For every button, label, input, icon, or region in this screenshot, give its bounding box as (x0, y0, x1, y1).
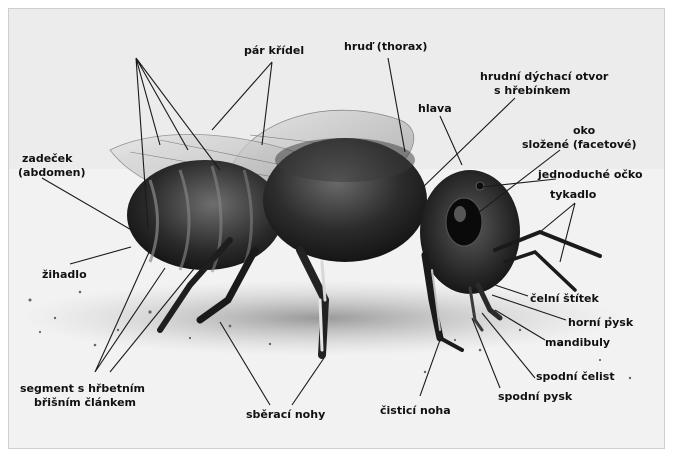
label-spiracle-line-1: hrudní dýchací otvor (480, 70, 608, 83)
label-thorax: hruď (thorax) (344, 40, 427, 53)
label-pollen-legs: sběrací nohy (246, 408, 325, 421)
label-labium: spodní pysk (498, 390, 572, 403)
label-maxilla: spodní čelist (536, 370, 615, 383)
thorax (263, 138, 427, 262)
label-antenna: tykadlo (550, 188, 596, 201)
label-cleaning-leg: čisticí noha (380, 404, 451, 417)
label-clypeus: čelní štítek (530, 292, 599, 305)
label-sting: žihadlo (42, 268, 87, 281)
label-eye-line-1: oko (573, 124, 595, 137)
label-head: hlava (418, 102, 452, 115)
label-segment-line-2: břišním článkem (34, 396, 136, 409)
label-mandibles: mandibuly (545, 336, 610, 349)
label-spiracle-line-2: s hřebínkem (494, 84, 571, 97)
label-abdomen-line-1: zadeček (22, 152, 72, 165)
label-segment-line-1: segment s hřbetním (20, 382, 145, 395)
label-pair-of-wings: pár křídel (244, 44, 304, 57)
head (420, 170, 520, 294)
label-abdomen-line-2: (abdomen) (18, 166, 86, 179)
label-eye-line-2: složené (facetové) (522, 138, 637, 151)
label-ocellus: jednoduché očko (538, 168, 643, 181)
label-labrum: horní pysk (568, 316, 633, 329)
